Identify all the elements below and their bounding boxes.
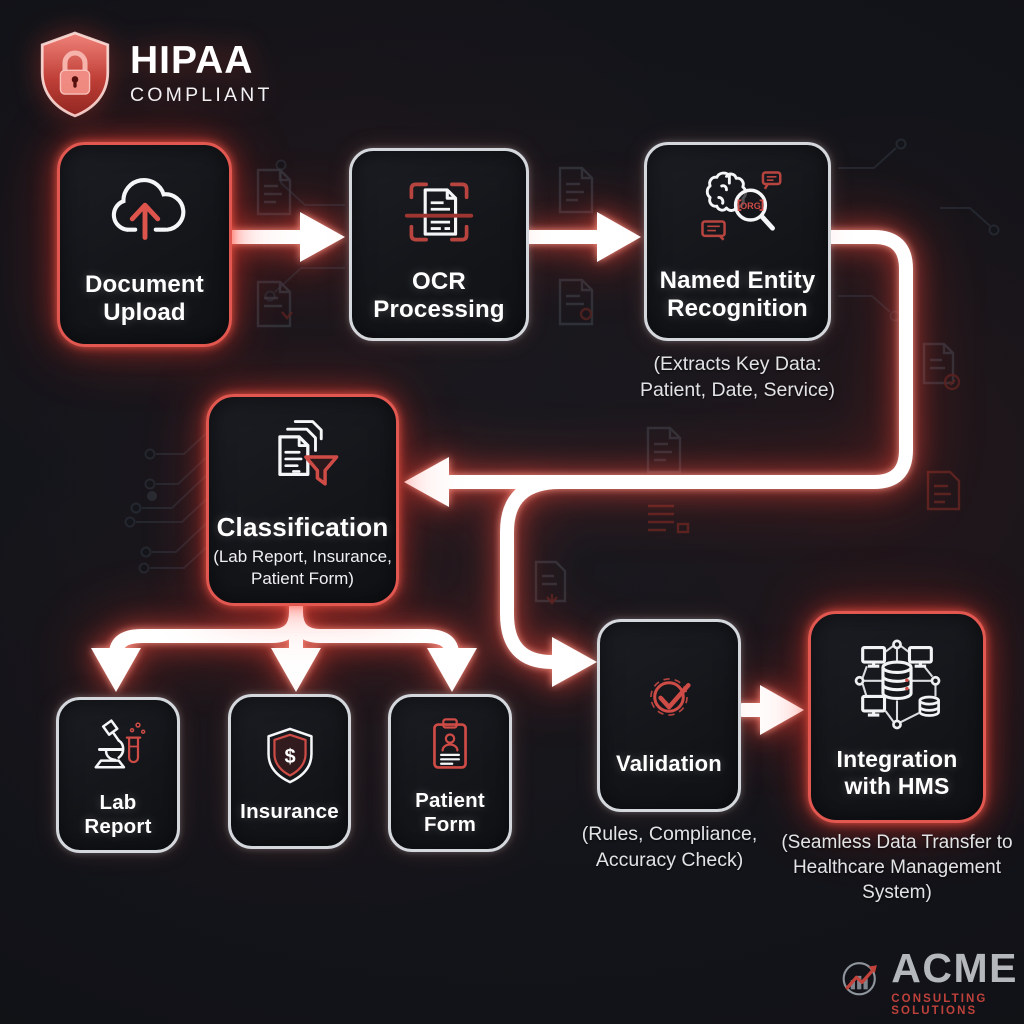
node-integration-hms: Integration with HMS xyxy=(808,611,986,823)
cloud-upload-icon xyxy=(111,177,185,244)
brain-entity-magnifier-icon: ORG xyxy=(700,170,781,241)
arrowhead-validation-to-integration xyxy=(760,685,804,735)
arrowhead-ner-to-classification xyxy=(404,457,449,507)
node-validation: Validation xyxy=(597,619,741,812)
node-document-upload: Document Upload xyxy=(57,142,232,347)
shield-dollar-text: $ xyxy=(284,746,295,768)
arrowhead-to-lab-report xyxy=(91,648,141,692)
node-named-entity-recognition: ORG Named Entity Recognition xyxy=(644,142,831,341)
acme-logo: ACME CONSULTING SOLUTIONS xyxy=(838,948,1024,1017)
node-sublabel: (Lab Report, Insurance, Patient Form) xyxy=(213,547,392,589)
node-label: Named Entity Recognition xyxy=(659,266,816,322)
documents-filter-icon xyxy=(277,420,338,486)
logo-name: ACME xyxy=(891,945,1018,991)
document-scan-icon xyxy=(404,182,474,242)
node-label: Integration with HMS xyxy=(836,746,958,799)
node-label: Document Upload xyxy=(85,270,204,326)
arrow-junction-to-validation xyxy=(500,475,567,669)
magnifier-text: ORG xyxy=(740,201,761,211)
hipaa-badge: HIPAA COMPLIANT xyxy=(34,28,273,120)
shield-dollar-icon: $ xyxy=(266,727,313,784)
arrow-classification-to-patient xyxy=(289,605,459,662)
node-classification: Classification (Lab Report, Insurance, P… xyxy=(206,394,399,606)
network-database-icon xyxy=(854,639,941,730)
node-label: Insurance xyxy=(240,799,339,823)
microscope-testtube-icon xyxy=(94,719,146,769)
integration-caption: (Seamless Data Transfer to Healthcare Ma… xyxy=(781,832,1013,904)
node-patient-form: Patient Form xyxy=(388,694,512,852)
clipboard-patient-icon xyxy=(433,718,467,770)
badge-check-icon xyxy=(650,677,691,716)
shield-lock-icon xyxy=(40,31,110,118)
node-lab-report: Lab Report xyxy=(56,697,180,853)
growth-chart-icon xyxy=(842,962,877,996)
arrowhead-to-insurance xyxy=(271,648,321,692)
badge-title: HIPAA xyxy=(130,39,254,82)
node-ocr-processing: OCR Processing xyxy=(349,148,529,341)
node-label: Validation xyxy=(616,750,722,776)
logo-tagline: CONSULTING SOLUTIONS xyxy=(891,993,988,1017)
arrowhead-to-patient-form xyxy=(427,648,477,692)
validation-caption: (Rules, Compliance, Accuracy Check) xyxy=(581,823,758,871)
arrowhead-upload-to-ocr xyxy=(300,212,345,262)
node-label: OCR Processing xyxy=(373,267,505,323)
ner-caption: (Extracts Key Data: Patient, Date, Servi… xyxy=(639,353,836,401)
arrowhead-ocr-to-ner xyxy=(597,212,641,262)
node-label: Patient Form xyxy=(415,789,485,836)
badge-subtitle: COMPLIANT xyxy=(130,84,273,106)
node-insurance: $ Insurance xyxy=(228,694,351,849)
arrowhead-junction-to-validation xyxy=(552,637,597,687)
node-label: Classification xyxy=(216,512,389,543)
arrow-classification-to-lab xyxy=(109,605,303,662)
node-label: Lab Report xyxy=(84,791,152,838)
